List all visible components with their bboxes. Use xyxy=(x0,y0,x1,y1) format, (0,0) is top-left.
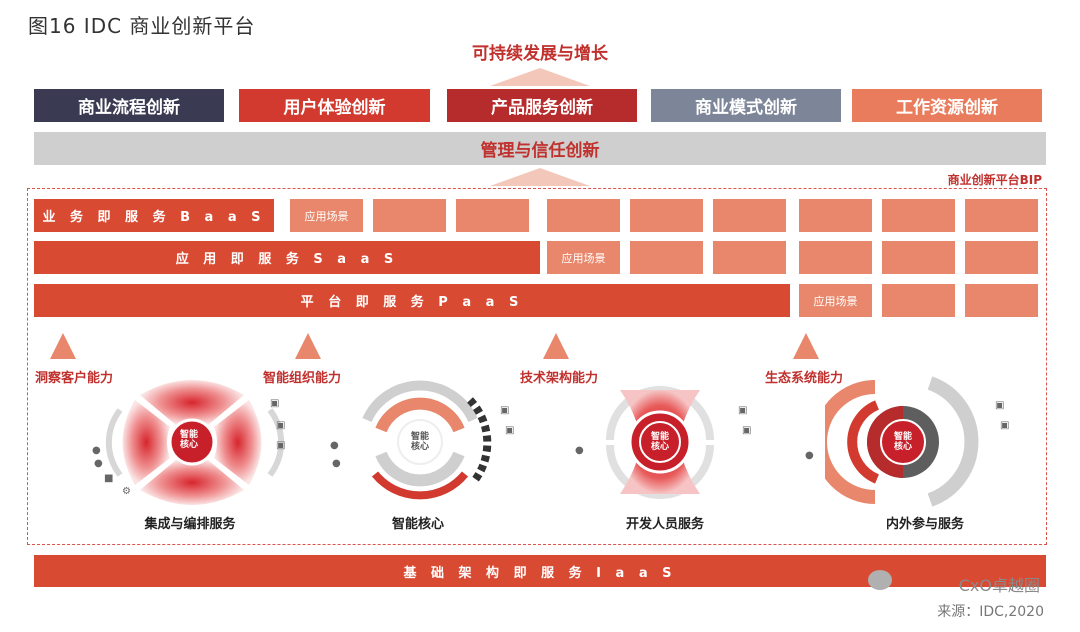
up-arrow-icon xyxy=(490,168,590,186)
service-integration-orchestration: 集成与编排服务 xyxy=(144,517,236,532)
core-label: 智能核心 xyxy=(650,432,669,452)
capability-arrow-icon xyxy=(50,333,76,359)
petal-bottom xyxy=(140,460,244,505)
device-icon: ▣ xyxy=(500,405,510,416)
device-icon: ▣ xyxy=(995,400,1005,411)
saas-tile xyxy=(713,241,786,274)
wechat-icon xyxy=(868,570,892,590)
up-arrow-icon xyxy=(490,68,590,86)
gear-icon: ⚙ xyxy=(122,486,131,497)
device-icon: ▣ xyxy=(276,440,286,451)
management-trust-innovation: 管理与信任创新 xyxy=(34,132,1046,165)
baas-tile xyxy=(547,199,620,232)
service-intelligent-core: 智能核心 xyxy=(391,517,444,532)
saas-scene-tile: 应用场景 xyxy=(547,241,620,274)
capability-arrow-icon xyxy=(295,333,321,359)
user-icon: ● xyxy=(94,458,103,469)
user-icon: ● xyxy=(332,458,341,469)
baas-tile xyxy=(630,199,703,232)
saas-tile xyxy=(630,241,703,274)
baas-tile xyxy=(882,199,955,232)
baas-layer: 业 务 即 服 务 B a a S xyxy=(34,199,274,232)
baas-tile xyxy=(456,199,529,232)
iaas-layer: 基 础 架 构 即 服 务 I a a S xyxy=(34,555,1046,587)
user-icon: ● xyxy=(92,445,101,456)
intelligent-core-diagram xyxy=(362,380,492,500)
developer-diagram xyxy=(606,386,714,499)
service-engagement: 内外参与服务 xyxy=(885,517,964,532)
integration-diagram xyxy=(105,380,285,505)
engagement-diagram xyxy=(825,376,979,507)
capability-intelligent-org: 智能组织能力 xyxy=(263,371,342,386)
core-label: 智能核心 xyxy=(893,432,912,452)
figure-title: 图16 IDC 商业创新平台 xyxy=(28,14,256,38)
saas-tile xyxy=(882,241,955,274)
paas-layer: 平 台 即 服 务 P a a S xyxy=(34,284,790,317)
saas-tile xyxy=(799,241,872,274)
capability-customer-insight: 洞察客户能力 xyxy=(35,371,114,386)
innovation-work-resource: 工作资源创新 xyxy=(852,89,1042,122)
goal-label: 可持续发展与增长 xyxy=(472,44,608,64)
paas-tile xyxy=(965,284,1038,317)
service-developer: 开发人员服务 xyxy=(625,517,704,532)
baas-tile xyxy=(373,199,446,232)
baas-scene-tile: 应用场景 xyxy=(290,199,363,232)
innovation-business-process: 商业流程创新 xyxy=(34,89,224,122)
source-note: 来源：IDC,2020 xyxy=(937,604,1044,620)
petal-left xyxy=(122,400,170,485)
petal-top xyxy=(140,380,244,425)
innovation-product-service: 产品服务创新 xyxy=(447,89,637,122)
device-icon: ▣ xyxy=(738,405,748,416)
device-icon: ▣ xyxy=(742,425,752,436)
innovation-business-model: 商业模式创新 xyxy=(651,89,841,122)
watermark-text: CxO卓越圈 xyxy=(958,576,1040,595)
petal-right xyxy=(214,400,262,485)
baas-tile xyxy=(799,199,872,232)
cloud-icon: ■ xyxy=(104,473,114,484)
device-icon: ▣ xyxy=(276,420,286,431)
baas-tile xyxy=(965,199,1038,232)
paas-scene-tile: 应用场景 xyxy=(799,284,872,317)
bip-platform-frame xyxy=(27,188,1047,545)
core-label: 智能核心 xyxy=(410,432,429,452)
baas-tile xyxy=(713,199,786,232)
saas-layer: 应 用 即 服 务 S a a S xyxy=(34,241,540,274)
capability-ecosystem: 生态系统能力 xyxy=(765,371,844,386)
device-icon: ▣ xyxy=(1000,420,1010,431)
capability-arrow-icon xyxy=(543,333,569,359)
innovation-user-experience: 用户体验创新 xyxy=(239,89,430,122)
paas-tile xyxy=(882,284,955,317)
capability-tech-architecture: 技术架构能力 xyxy=(520,371,599,386)
core-label: 智能核心 xyxy=(179,430,198,450)
bip-platform-label: 商业创新平台BIP xyxy=(947,173,1042,187)
saas-tile xyxy=(965,241,1038,274)
user-icon: ● xyxy=(575,445,584,456)
device-icon: ▣ xyxy=(505,425,515,436)
capability-arrow-icon xyxy=(793,333,819,359)
user-icon: ● xyxy=(330,440,339,451)
device-icon: ▣ xyxy=(270,398,280,409)
user-icon: ● xyxy=(805,450,814,461)
